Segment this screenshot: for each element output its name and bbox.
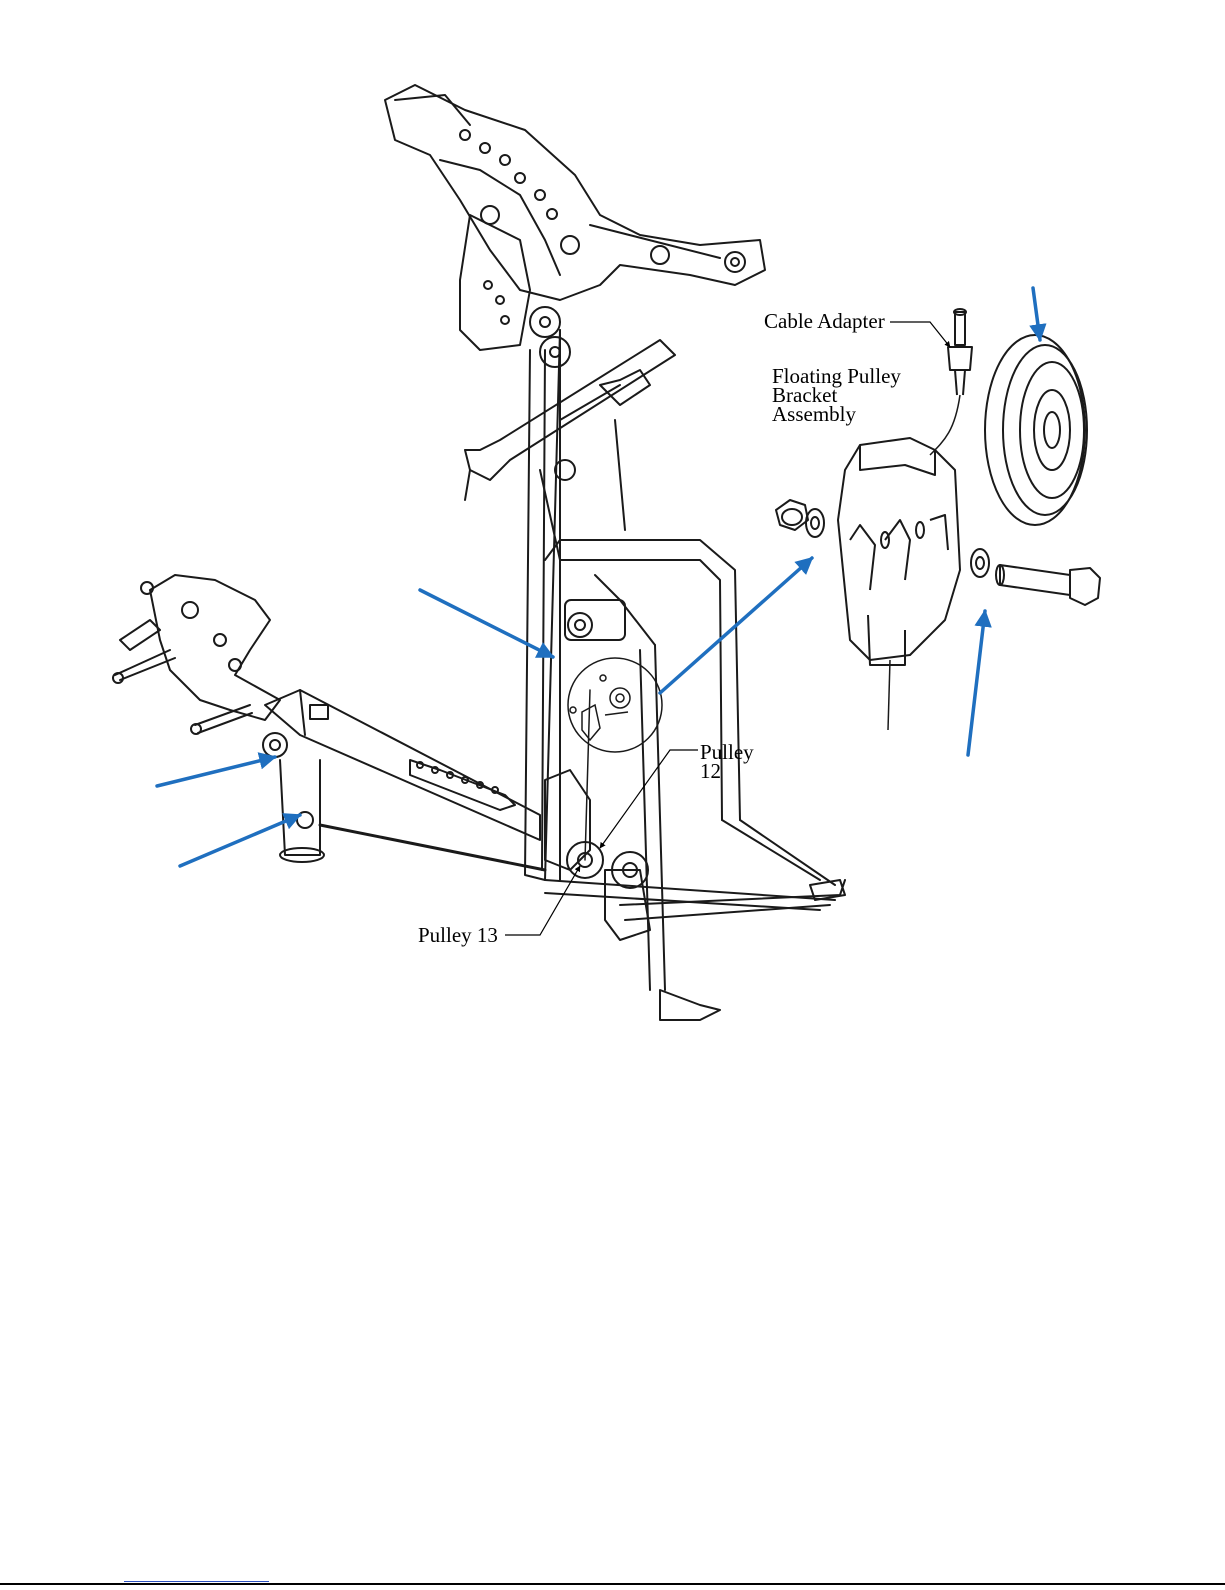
arrow-tower [420, 590, 553, 657]
arrow-washer [968, 611, 985, 755]
cable-adapter-label: Cable Adapter [764, 312, 885, 331]
floating-pulley-bracket-label: Floating Pulley Bracket Assembly [772, 367, 901, 424]
machine-frame [113, 85, 845, 1020]
footer-link-underline [124, 1581, 269, 1582]
blue-arrows [157, 288, 1040, 866]
arrow-leg-pulley [157, 757, 275, 786]
detail-callout-circle [568, 658, 662, 752]
arrow-top-right [1033, 288, 1040, 340]
pulley-13-label: Pulley 13 [418, 926, 498, 945]
detail-callout-contents [570, 675, 630, 740]
pulley-12-label: Pulley 12 [700, 743, 754, 781]
